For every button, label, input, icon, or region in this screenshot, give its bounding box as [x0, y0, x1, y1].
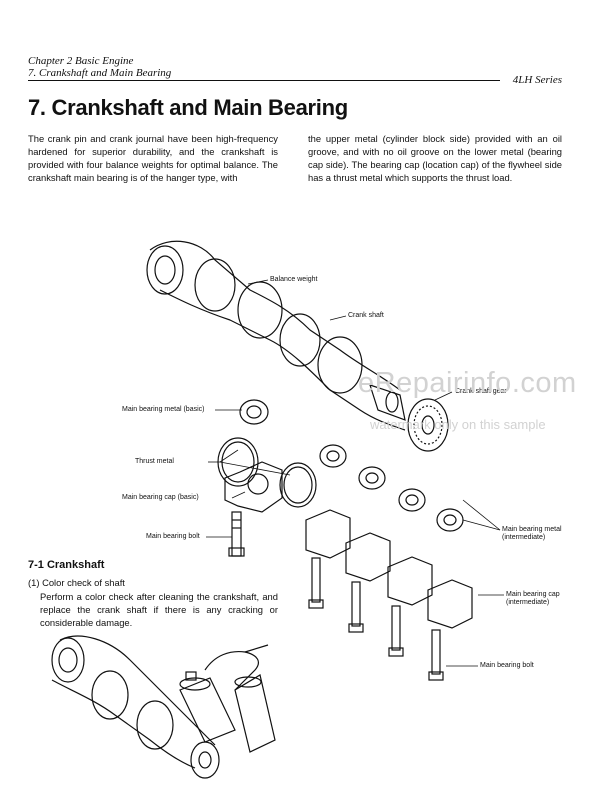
main-bearing-metal-basic-drawing [239, 399, 269, 425]
watermark-note: watermark only on this sample [370, 417, 546, 432]
label-main-bearing-cap-intermediate-line1: Main bearing cap [506, 591, 560, 598]
main-bearing-cap-basic-drawing [224, 461, 283, 513]
main-bearing-bolt-left-drawing [228, 511, 245, 557]
label-main-bearing-bolt-right: Main bearing bolt [480, 662, 534, 669]
main-bearing-cap-intermediate-drawing [305, 509, 473, 629]
section-header: 7. Crankshaft and Main Bearing [28, 67, 172, 79]
label-main-bearing-bolt-left: Main bearing bolt [146, 533, 200, 540]
label-main-bearing-metal-intermediate-line2: (intermediate) [502, 534, 546, 541]
label-main-bearing-metal-basic: Main bearing metal (basic) [122, 406, 205, 413]
watermark-site: eRepairinfo.com [358, 367, 577, 399]
series-label: 4LH Series [512, 74, 562, 86]
label-main-bearing-metal-intermediate-line1: Main bearing metal [502, 526, 562, 533]
leader-lines [206, 279, 504, 667]
label-balance-weight: Balance weight [270, 276, 318, 283]
crankshaft-drawing [146, 240, 406, 431]
label-crank-shaft-gear: Crank shaft gear [455, 388, 507, 395]
chapter-header: Chapter 2 Basic Engine [28, 55, 134, 67]
item-text: Perform a color check after cleaning the… [40, 591, 278, 628]
subsection-heading: 7-1 Crankshaft [28, 559, 105, 571]
main-bearing-metal-intermediate-drawing [319, 444, 464, 532]
label-main-bearing-cap-basic: Main bearing cap (basic) [122, 494, 199, 501]
page-title: 7. Crankshaft and Main Bearing [28, 95, 348, 120]
color-check-illustration [51, 635, 276, 779]
label-main-bearing-cap-intermediate-line2: (intermediate) [506, 599, 550, 606]
label-thrust-metal: Thrust metal [135, 458, 174, 465]
label-main-bearing-cap-intermediate: Main bearing cap (intermediate) [506, 591, 560, 607]
crank-shaft-gear-drawing [407, 398, 449, 452]
item-heading: (1) Color check of shaft [28, 577, 125, 588]
intro-left-column: The crank pin and crank journal have bee… [28, 133, 278, 183]
intro-right-column: the upper metal (cylinder block side) pr… [308, 133, 562, 183]
header-rule [28, 80, 500, 81]
label-main-bearing-metal-intermediate: Main bearing metal (intermediate) [502, 526, 562, 542]
label-crank-shaft: Crank shaft [348, 312, 384, 319]
main-bearing-bolt-intermediate-drawing [308, 557, 444, 681]
thrust-metal-drawing [217, 437, 317, 508]
